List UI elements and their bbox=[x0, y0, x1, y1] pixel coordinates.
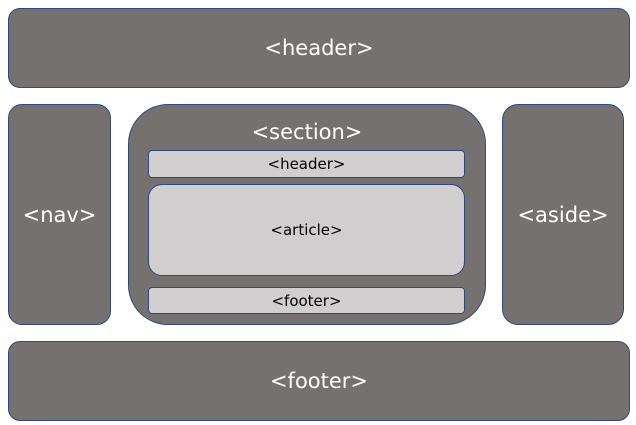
article-box: <article> bbox=[148, 184, 465, 276]
header-label: <header> bbox=[264, 36, 374, 60]
section-header-box: <header> bbox=[148, 150, 465, 178]
section-label: <section> bbox=[251, 120, 363, 144]
article-label: <article> bbox=[270, 221, 343, 239]
section-footer-box: <footer> bbox=[148, 287, 465, 314]
footer-label: <footer> bbox=[269, 369, 369, 393]
section-footer-label: <footer> bbox=[271, 291, 342, 310]
aside-box: <aside> bbox=[502, 104, 624, 325]
header-box: <header> bbox=[8, 8, 630, 88]
aside-label: <aside> bbox=[517, 202, 609, 227]
footer-box: <footer> bbox=[8, 341, 630, 421]
nav-label: <nav> bbox=[22, 202, 97, 227]
section-header-label: <header> bbox=[267, 155, 346, 173]
nav-box: <nav> bbox=[8, 104, 111, 325]
